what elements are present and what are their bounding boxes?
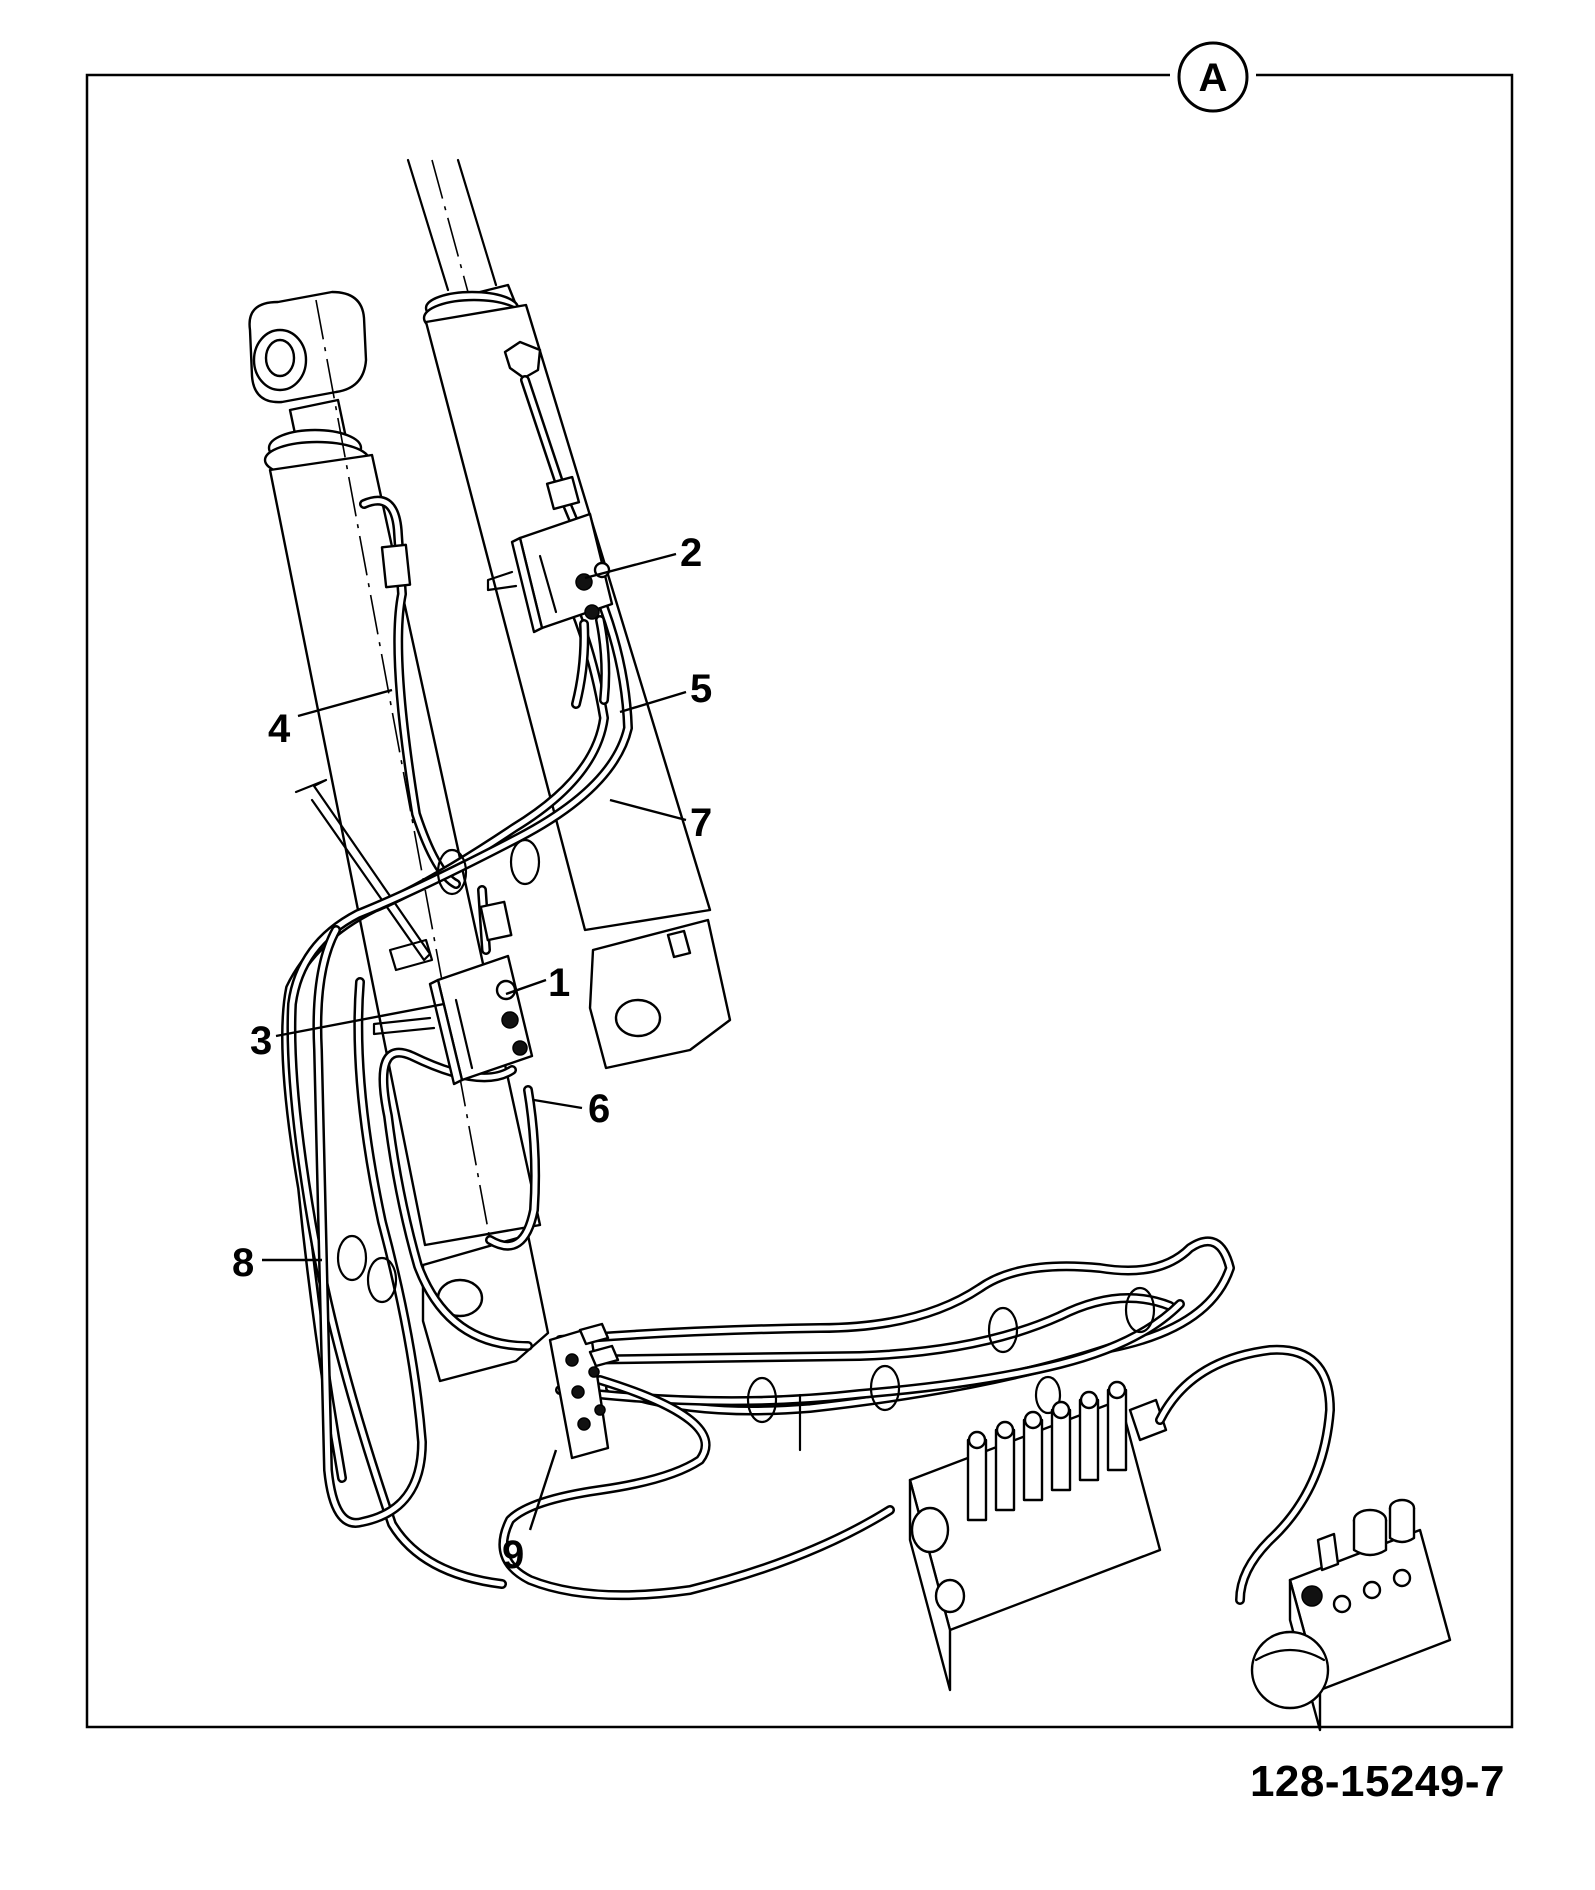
callout-4: 4 (268, 707, 291, 751)
callout-5: 5 (690, 667, 712, 711)
valve-block-1 (372, 885, 534, 1086)
control-valve-bank (908, 1344, 1335, 1692)
view-marker-label: A (1199, 56, 1228, 100)
hose-6 (378, 1047, 541, 1351)
hose-5 (286, 603, 633, 1589)
callout-9: 9 (502, 1533, 524, 1577)
upper-feed-pipe (520, 375, 581, 529)
callout-7: 7 (690, 801, 712, 845)
hose-8 (312, 925, 427, 1528)
callout-8: 8 (232, 1241, 254, 1285)
callout-1: 1 (548, 961, 570, 1005)
hose-clamps (336, 838, 541, 1304)
callout-6: 6 (588, 1087, 610, 1131)
callout-3: 3 (250, 1019, 272, 1063)
auxiliary-valve-block (1250, 1498, 1452, 1732)
manifold-block-9 (548, 1322, 620, 1460)
diagram-frame (85, 73, 1514, 1729)
valve-block-2 (486, 512, 614, 709)
main-harness (498, 1236, 1235, 1601)
callout-2: 2 (680, 531, 702, 575)
leader-lines (262, 552, 687, 1531)
hose-4 (359, 495, 461, 889)
mounting-bracket (294, 778, 434, 972)
drawing-number: 128-15249-7 (1249, 1757, 1505, 1806)
view-marker: A (1170, 41, 1256, 113)
